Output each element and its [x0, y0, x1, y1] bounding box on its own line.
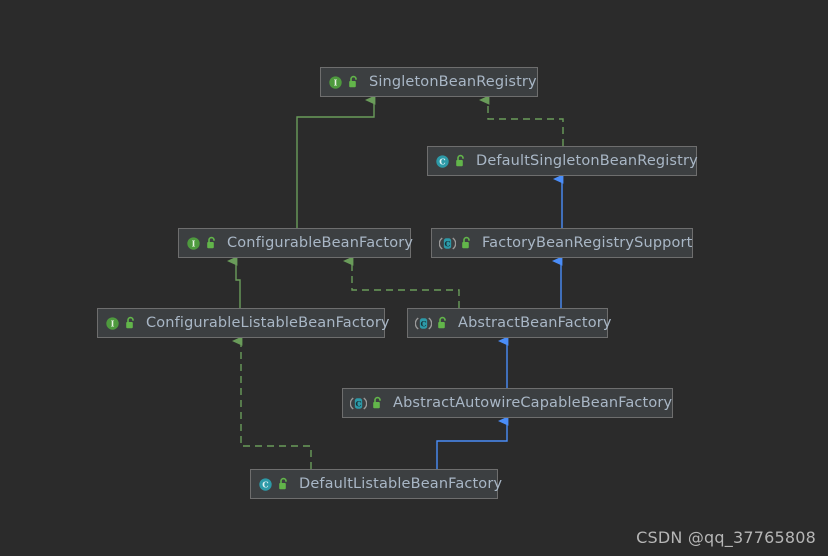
interface-icon: I: [186, 236, 201, 251]
svg-text:C: C: [444, 239, 450, 248]
svg-text:I: I: [192, 238, 196, 248]
edge-extends-configurable-listable-bean-factory-to-configurable-bean-factory: [226, 256, 241, 308]
class-node-abstract-autowire-capable-bean-factory[interactable]: C AbstractAutowireCapableBeanFactory: [342, 388, 673, 418]
public-lock-icon: [201, 236, 218, 250]
svg-text:C: C: [355, 399, 361, 408]
class-node-label: ConfigurableBeanFactory: [227, 235, 414, 251]
public-lock-icon: [432, 316, 449, 330]
public-lock-icon: [456, 236, 473, 250]
class-node-singleton-bean-registry[interactable]: I SingletonBeanRegistry: [320, 67, 538, 97]
svg-text:I: I: [111, 318, 115, 328]
public-lock-icon: [450, 154, 467, 168]
class-node-configurable-listable-bean-factory[interactable]: I ConfigurableListableBeanFactory: [97, 308, 390, 338]
class-node-label: FactoryBeanRegistrySupport: [482, 235, 693, 251]
public-lock-icon: [367, 396, 384, 410]
public-lock-icon: [343, 75, 360, 89]
interface-icon: I: [328, 75, 343, 90]
class-node-default-listable-bean-factory[interactable]: C DefaultListableBeanFactory: [250, 469, 502, 499]
class-node-label: SingletonBeanRegistry: [369, 74, 537, 90]
class-node-default-singleton-bean-registry[interactable]: C DefaultSingletonBeanRegistry: [427, 146, 698, 176]
abstract-class-icon: C: [350, 396, 367, 411]
class-node-label: DefaultSingletonBeanRegistry: [476, 153, 698, 169]
class-node-factory-bean-registry-support[interactable]: C FactoryBeanRegistrySupport: [431, 228, 693, 258]
public-lock-icon: [120, 316, 137, 330]
class-node-abstract-bean-factory[interactable]: C AbstractBeanFactory: [407, 308, 611, 338]
abstract-class-icon: C: [415, 316, 432, 331]
csdn-watermark: CSDN @qq_37765808: [636, 528, 816, 547]
svg-text:C: C: [420, 319, 426, 328]
class-node-label: ConfigurableListableBeanFactory: [146, 315, 390, 331]
public-lock-icon: [273, 477, 290, 491]
class-node-label: AbstractBeanFactory: [458, 315, 612, 331]
interface-icon: I: [105, 316, 120, 331]
edge-implements-default-listable-bean-factory-to-configurable-listable-bean-factory: [231, 336, 312, 469]
class-node-label: AbstractAutowireCapableBeanFactory: [393, 395, 673, 411]
class-icon: C: [435, 154, 450, 169]
svg-text:I: I: [334, 77, 338, 87]
svg-text:C: C: [439, 156, 445, 166]
class-node-configurable-bean-factory[interactable]: I ConfigurableBeanFactory: [178, 228, 414, 258]
edge-extends-configurable-bean-factory-to-singleton-bean-registry: [296, 95, 376, 228]
edge-extends-default-listable-bean-factory-to-abstract-autowire-capable-bean-factory: [436, 416, 509, 469]
edge-implements-default-singleton-bean-registry-to-singleton-bean-registry: [478, 95, 564, 146]
class-node-label: DefaultListableBeanFactory: [299, 476, 503, 492]
edge-implements-abstract-bean-factory-to-configurable-bean-factory: [342, 256, 460, 308]
abstract-class-icon: C: [439, 236, 456, 251]
class-icon: C: [258, 477, 273, 492]
svg-text:C: C: [262, 479, 268, 489]
